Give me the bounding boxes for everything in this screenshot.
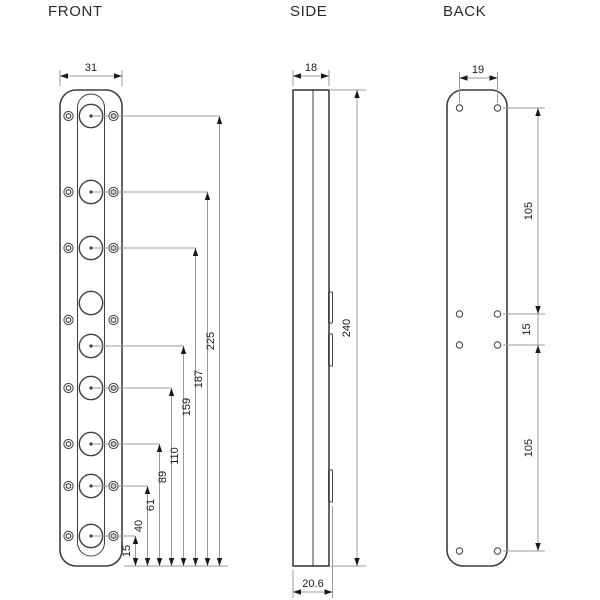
dim-arrowhead (168, 388, 175, 396)
side-height-dim-label: 240 (341, 319, 353, 337)
back-mounting-hole (493, 310, 502, 318)
side-clip-tab (328, 333, 333, 367)
dim-arrowhead (144, 558, 151, 566)
dim-arrowhead (321, 73, 329, 79)
side-bottom-dim-label: 20.6 (302, 578, 323, 590)
front-large-hole (78, 290, 104, 316)
dim-arrowhead (324, 589, 333, 595)
back-vertical-dim-label: 105 (523, 439, 535, 457)
dim-arrowhead (204, 558, 211, 566)
side-width-dim-label: 18 (305, 62, 317, 74)
front-screw-hole (63, 438, 74, 450)
leader-dot (89, 246, 93, 250)
back-hole-span-dim-label: 19 (472, 64, 484, 76)
back-plate-outline (446, 89, 508, 567)
back-mounting-hole (455, 104, 464, 112)
dim-arrowhead (489, 75, 498, 81)
leader-dot (89, 344, 93, 348)
dim-arrowhead (156, 558, 163, 566)
dim-arrowhead (180, 558, 187, 566)
back-view-title: BACK (443, 3, 487, 20)
hex-socket-icon (65, 188, 72, 196)
dim-arrowhead (60, 73, 68, 79)
dim-arrowhead (204, 192, 211, 200)
hex-socket-icon (110, 188, 117, 196)
hex-socket-icon (65, 316, 72, 324)
front-screw-hole (63, 242, 74, 254)
dim-arrowhead (192, 558, 199, 566)
dim-arrowhead (354, 558, 360, 566)
back-vertical-dim-label: 15 (521, 323, 533, 335)
front-height-dim-label: 61 (145, 499, 157, 511)
back-mounting-hole (455, 547, 464, 555)
side-clip-tab (328, 291, 333, 324)
back-mounting-hole (493, 341, 502, 349)
leader-dot (89, 484, 93, 488)
front-height-dim-label: 110 (169, 447, 181, 465)
front-view-title: FRONT (48, 3, 103, 20)
front-height-dim-label: 89 (157, 471, 169, 483)
back-mounting-hole (455, 341, 464, 349)
dim-arrowhead (216, 116, 223, 124)
front-height-dim-label: 159 (181, 398, 193, 416)
hex-socket-icon (110, 384, 117, 392)
front-height-dim-label: 225 (205, 332, 217, 350)
side-clip-tab (328, 469, 333, 503)
front-width-dim-label: 31 (85, 62, 97, 74)
front-height-dim-label: 187 (193, 370, 205, 388)
hex-socket-icon (110, 112, 117, 120)
leader-dot (89, 386, 93, 390)
hex-socket-icon (110, 440, 117, 448)
hex-socket-icon (65, 482, 72, 490)
hex-socket-icon (65, 384, 72, 392)
hex-socket-icon (65, 532, 72, 540)
front-screw-hole (63, 480, 74, 492)
dim-arrowhead (144, 486, 151, 494)
side-plate-outline (292, 89, 330, 567)
dim-arrowhead (293, 73, 301, 79)
front-channel-boss (77, 93, 105, 557)
hex-socket-icon (110, 532, 117, 540)
back-vertical-dim-label: 105 (523, 202, 535, 220)
back-mounting-hole (493, 547, 502, 555)
back-mounting-hole (455, 310, 464, 318)
dim-arrowhead (132, 558, 139, 566)
dim-arrowhead (535, 108, 541, 116)
dim-arrowhead (192, 248, 199, 256)
dim-arrowhead (132, 536, 139, 544)
dim-arrowhead (216, 558, 223, 566)
hex-socket-icon (65, 440, 72, 448)
dim-arrowhead (180, 346, 187, 354)
back-mounting-hole (493, 104, 502, 112)
front-screw-hole (63, 186, 74, 198)
front-screw-hole (63, 530, 74, 542)
front-screw-hole (63, 314, 74, 326)
hex-socket-icon (110, 244, 117, 252)
leader-dot (89, 534, 93, 538)
leader-dot (89, 190, 93, 194)
dim-arrowhead (168, 558, 175, 566)
dim-arrowhead (293, 589, 301, 595)
dim-arrowhead (156, 444, 163, 452)
dim-arrowhead (114, 73, 122, 79)
hex-socket-icon (65, 112, 72, 120)
dim-arrowhead (535, 543, 541, 551)
side-view-title: SIDE (290, 3, 328, 20)
hex-socket-icon (110, 482, 117, 490)
dim-arrowhead (535, 345, 541, 353)
dim-arrowhead (459, 75, 468, 81)
dim-arrowhead (354, 90, 360, 98)
front-plate-outline (59, 89, 123, 567)
front-height-dim-label: 15 (121, 545, 133, 557)
leader-dot (89, 442, 93, 446)
hex-socket-icon (110, 316, 117, 324)
front-screw-hole (63, 110, 74, 122)
hex-socket-icon (65, 244, 72, 252)
dim-arrowhead (535, 306, 541, 314)
front-screw-hole (63, 382, 74, 394)
front-screw-hole (108, 314, 119, 326)
front-height-dim-label: 40 (133, 520, 145, 532)
leader-dot (89, 114, 93, 118)
